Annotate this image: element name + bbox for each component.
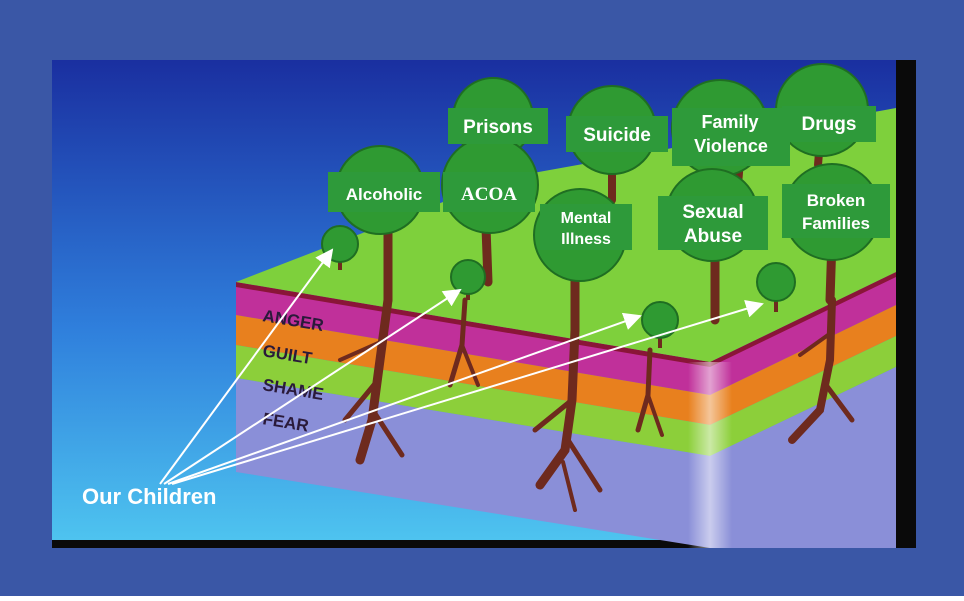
child-tree-3 <box>642 302 678 338</box>
right-dark-edge <box>896 60 916 548</box>
label-family-violence-line1: Family <box>701 112 758 132</box>
label-sexual-abuse-line2: Abuse <box>684 226 742 247</box>
label-sexual-abuse-line1: Sexual <box>682 202 743 223</box>
label-alcoholic: Alcoholic <box>346 185 423 204</box>
label-broken-families-line2: Families <box>802 214 870 233</box>
label-family-violence-line2: Violence <box>694 136 768 156</box>
label-broken-families-line1: Broken <box>807 191 866 210</box>
label-prisons: Prisons <box>463 117 533 138</box>
caption-our-children: Our Children <box>82 484 216 509</box>
child-tree-4 <box>757 263 795 301</box>
label-mental-illness-line2: Illness <box>561 231 611 248</box>
label-acoa: ACOA <box>461 184 517 205</box>
child-tree-2 <box>451 260 485 294</box>
label-drugs: Drugs <box>802 114 857 135</box>
label-mental-illness-line1: Mental <box>561 210 612 227</box>
label-suicide: Suicide <box>583 125 651 146</box>
